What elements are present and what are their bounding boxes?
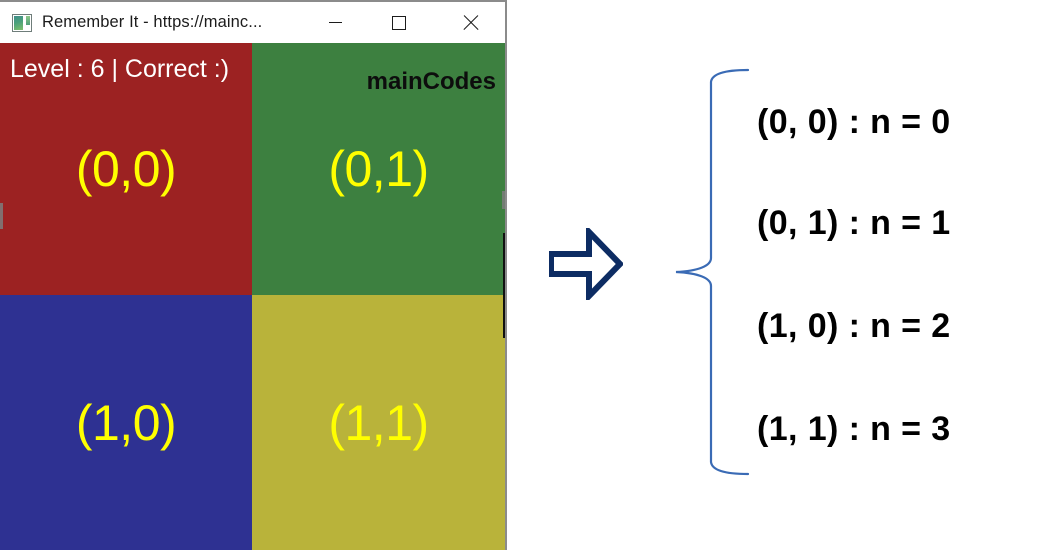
app-icon-gradient-left — [14, 15, 23, 30]
app-window-image-icon — [12, 13, 32, 32]
close-icon — [462, 14, 479, 31]
window-frame-top-border — [0, 0, 507, 2]
window-frame-right-border — [505, 0, 507, 550]
mapping-row: (1, 0) : n = 2 — [757, 306, 951, 345]
window-title: Remember It - https://mainc... — [42, 13, 263, 31]
grid-cell-0-1[interactable]: (0,1) — [252, 43, 505, 295]
window-edge-notch-left — [0, 203, 3, 229]
app-icon-gradient-right — [26, 15, 30, 25]
hud-status-text: Level : 6 | Correct :) — [10, 55, 230, 83]
title-bar[interactable]: Remember It - https://mainc... — [0, 2, 507, 43]
close-button[interactable] — [447, 2, 493, 43]
brand-label: mainCodes — [366, 68, 496, 95]
mapping-row: (1, 1) : n = 3 — [757, 409, 951, 448]
mapping-row: (0, 0) : n = 0 — [757, 102, 951, 141]
grid-cell-0-0[interactable]: (0,0) — [0, 43, 252, 295]
grid-cell-1-0[interactable]: (1,0) — [0, 295, 252, 550]
game-grid: (0,0) (0,1) (1,0) (1,1) Level : 6 | Corr… — [0, 43, 505, 550]
maximize-button[interactable] — [376, 2, 422, 43]
grid-cell-1-1[interactable]: (1,1) — [252, 295, 505, 550]
app-window: Remember It - https://mainc... (0,0) (0,… — [0, 0, 507, 550]
minimize-icon — [328, 22, 342, 23]
grid-cell-1-1-label: (1,1) — [328, 394, 429, 451]
minimize-button[interactable] — [312, 2, 358, 43]
mapping-list: (0, 0) : n = 0 (0, 1) : n = 1 (1, 0) : n… — [757, 66, 1037, 478]
grid-cell-0-1-label: (0,1) — [328, 141, 429, 197]
window-edge-shadow-right — [503, 233, 505, 338]
grid-cell-1-0-label: (1,0) — [75, 394, 177, 451]
mapping-row: (0, 1) : n = 1 — [757, 203, 951, 242]
left-curly-brace-icon — [668, 66, 754, 478]
maximize-icon — [392, 15, 406, 30]
window-edge-notch-right — [502, 191, 505, 209]
grid-cell-0-0-label: (0,0) — [75, 141, 177, 197]
right-arrow-icon — [548, 224, 625, 304]
